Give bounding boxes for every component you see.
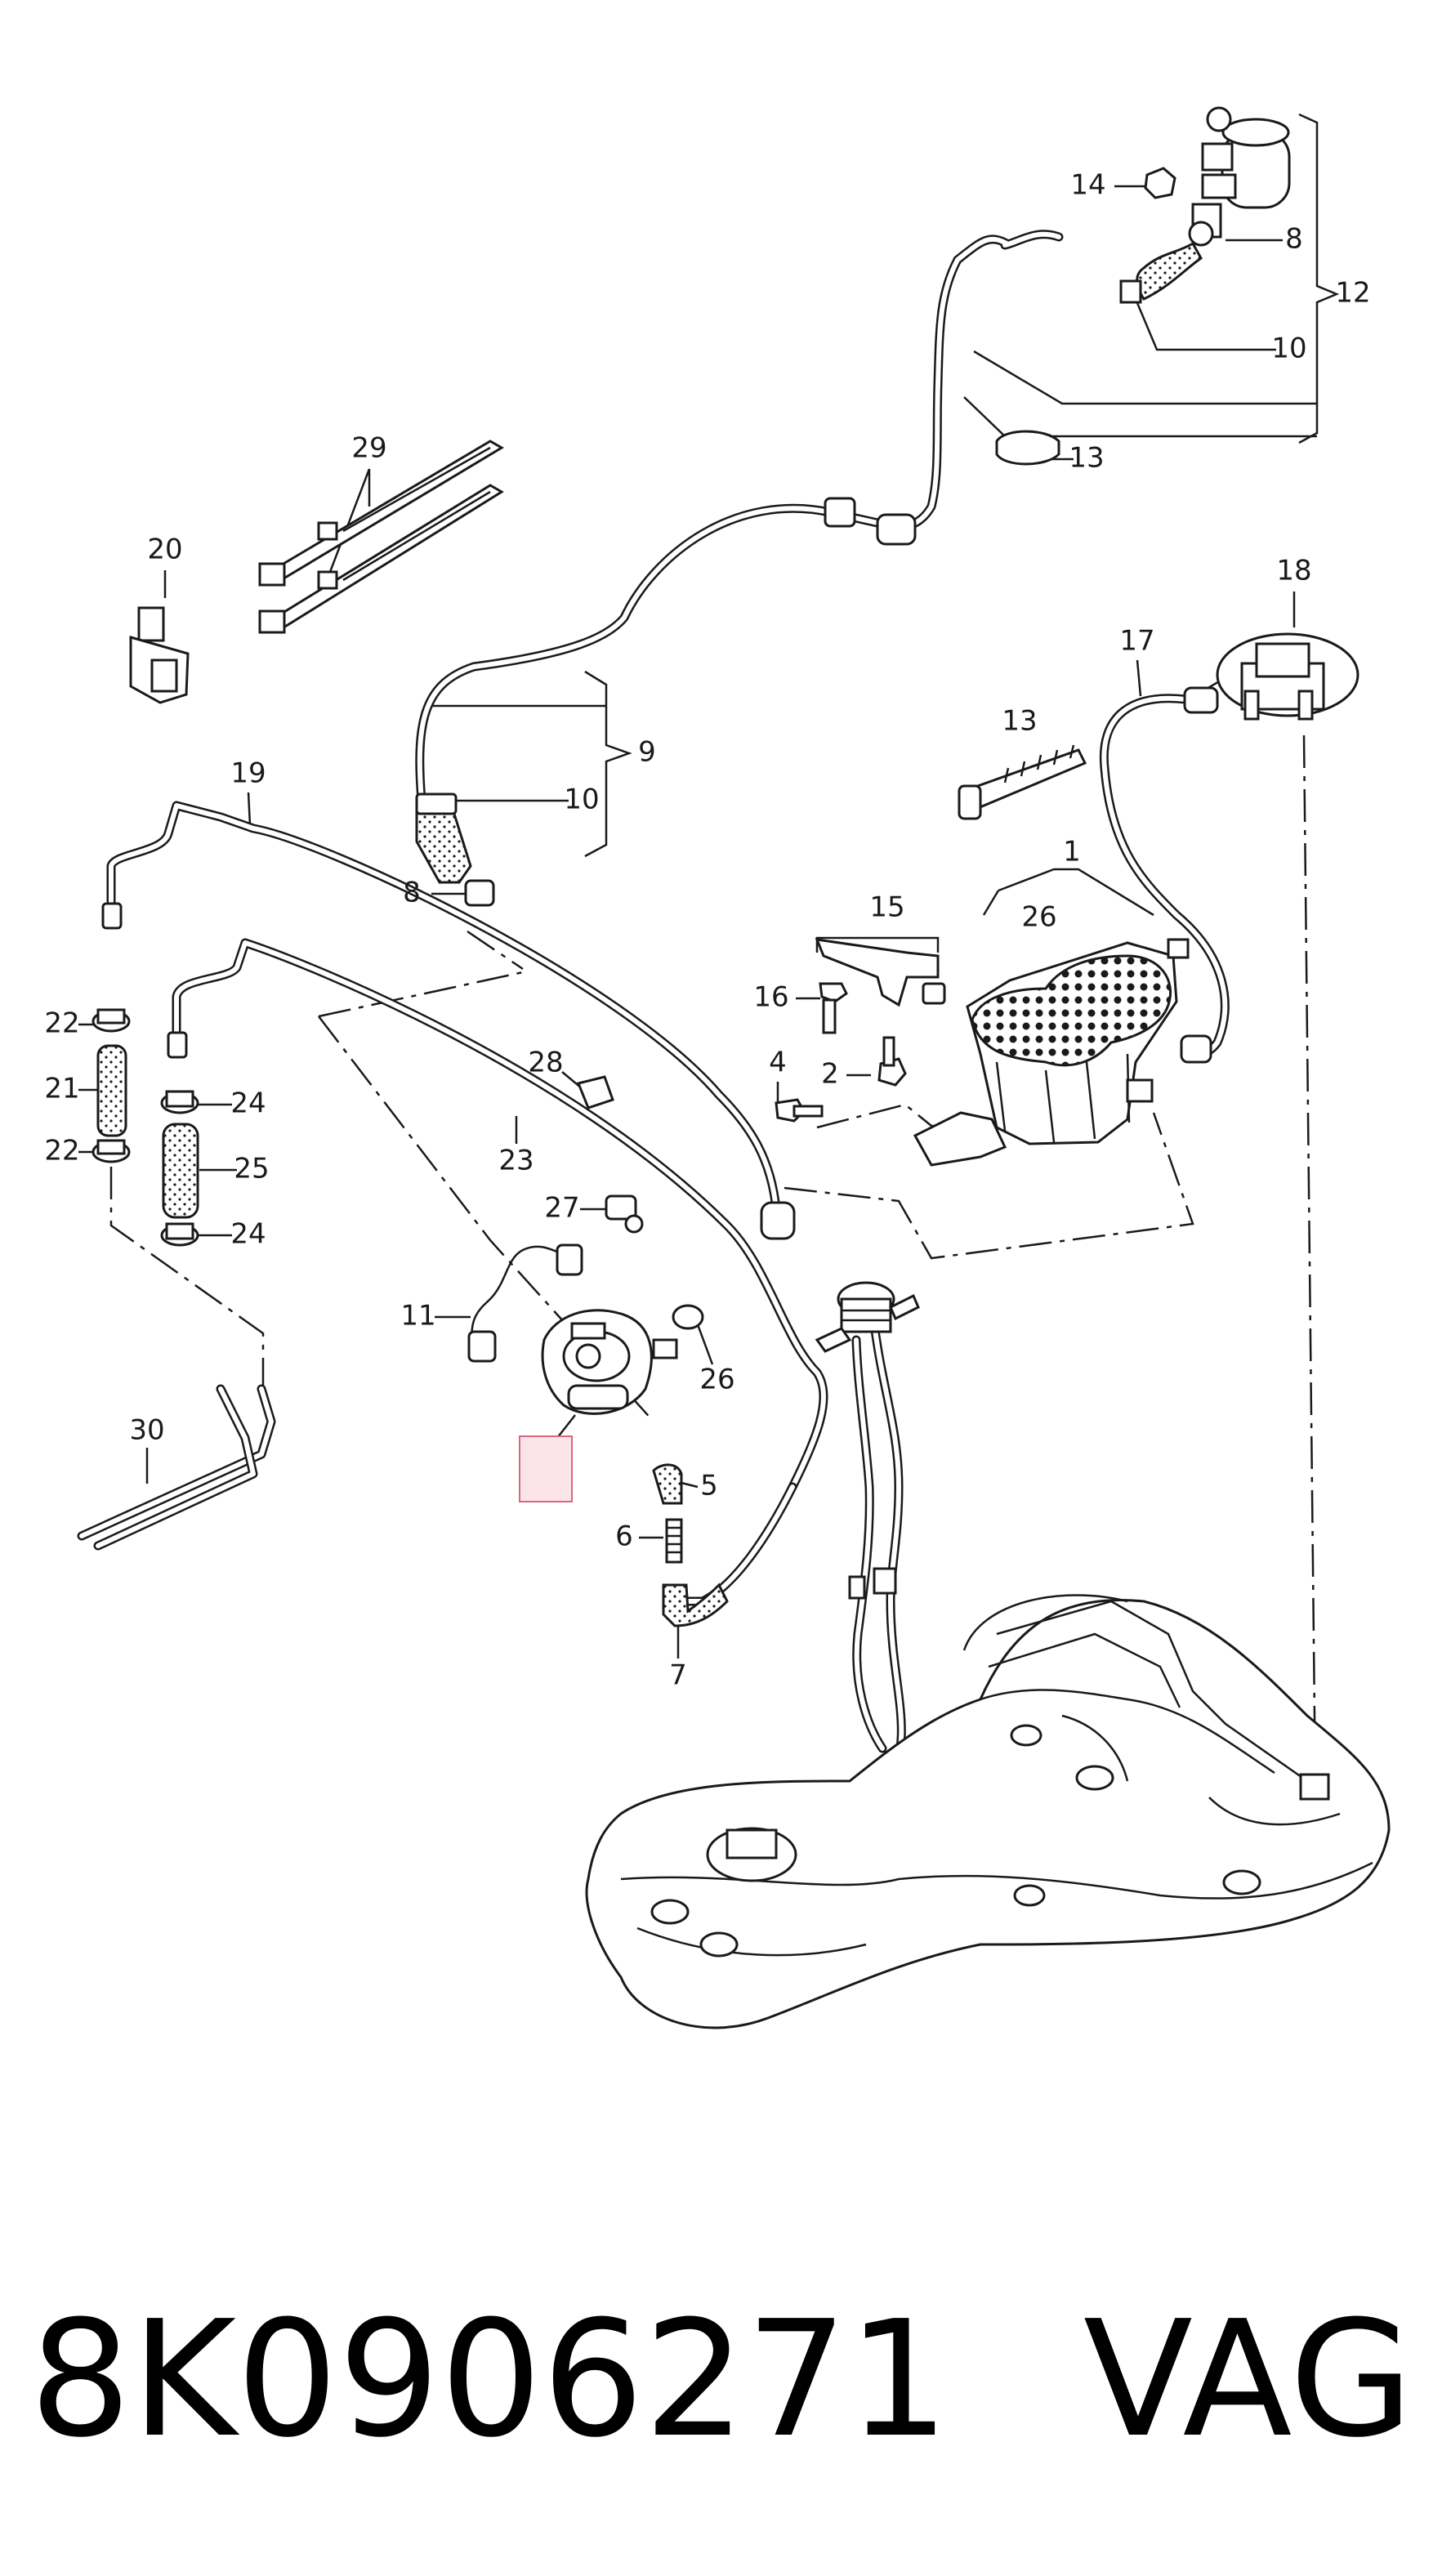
brand-name: VAG: [1083, 2287, 1413, 2473]
callout-c10a: 10: [1271, 333, 1306, 365]
callout-c4: 4: [769, 1047, 787, 1079]
callout-c7: 7: [669, 1659, 687, 1692]
callout-c1: 1: [1063, 836, 1081, 868]
part-13-strap: [958, 744, 1087, 820]
callout-c13b: 13: [1002, 705, 1037, 738]
callout-c21: 21: [44, 1073, 79, 1105]
callout-c8b: 8: [403, 877, 421, 909]
callout-c2: 2: [821, 1058, 839, 1091]
part-number: 8K0906271: [29, 2287, 949, 2473]
callout-c28: 28: [528, 1047, 563, 1079]
part-5-7-hoses: [652, 1463, 729, 1627]
callout-c14: 14: [1070, 169, 1105, 202]
part-30-hose: [77, 1384, 276, 1551]
part-18-sender: [1216, 632, 1359, 721]
callout-c22b: 22: [44, 1135, 79, 1167]
callout-c24b: 24: [230, 1218, 266, 1251]
callout-c30: 30: [129, 1414, 164, 1447]
callout-c15: 15: [869, 891, 904, 924]
callout-c26b: 26: [699, 1364, 734, 1396]
part-27-28-clips: [576, 1075, 644, 1234]
callout-c24a: 24: [230, 1087, 266, 1120]
part-9-hose: [415, 497, 917, 907]
part-21-25-sleeves: [92, 1008, 199, 1247]
part-3-valve: [467, 1243, 704, 1415]
pipe-end-fittings: [101, 686, 1219, 1240]
fuel-tank: [585, 1594, 1391, 2029]
callout-c26a: 26: [1021, 901, 1056, 934]
highlight-box: [519, 1435, 573, 1502]
callout-c22a: 22: [44, 1007, 79, 1040]
part-20-clip: [129, 606, 190, 704]
callout-c19: 19: [230, 757, 266, 790]
callout-c6: 6: [615, 1520, 633, 1553]
callout-c9: 9: [638, 736, 656, 769]
callout-c8a: 8: [1285, 223, 1303, 256]
part-12-filter: [995, 106, 1291, 466]
fuel-lines: [106, 230, 1230, 1786]
callout-c13a: 13: [1069, 442, 1104, 475]
callout-c25: 25: [234, 1153, 269, 1185]
part-15-bracket: [775, 938, 946, 1123]
callout-c12: 12: [1335, 277, 1370, 310]
callout-c5: 5: [700, 1470, 718, 1502]
callout-c18: 18: [1276, 555, 1311, 587]
callout-c20: 20: [147, 534, 182, 566]
callout-c17: 17: [1119, 625, 1154, 658]
callout-c11: 11: [400, 1300, 435, 1333]
filler-neck: [815, 1281, 920, 1600]
callout-c29: 29: [351, 432, 386, 465]
callout-c27: 27: [544, 1192, 579, 1225]
part-1-canister: [913, 938, 1190, 1167]
part-29-cable-ties: [258, 440, 504, 634]
callout-c23: 23: [498, 1145, 534, 1177]
callout-c10b: 10: [564, 784, 599, 816]
callout-c16: 16: [753, 981, 788, 1014]
